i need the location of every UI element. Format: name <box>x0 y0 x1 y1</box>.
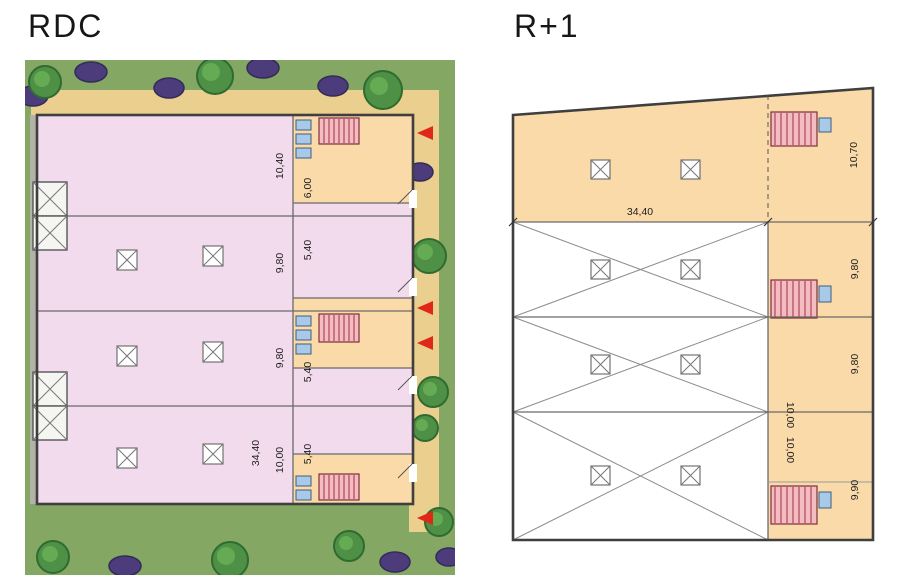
rdc-title: RDC <box>28 8 104 44</box>
wc-icon <box>295 147 312 159</box>
tree-icon <box>417 376 449 408</box>
wc-icon <box>295 133 312 145</box>
dimension-label: 9,80 <box>274 253 286 274</box>
entrance-arrows <box>417 126 433 525</box>
building-r1 <box>508 86 878 542</box>
bush-icon <box>379 551 411 573</box>
door-opening <box>409 278 417 296</box>
right-facade-doors <box>397 189 417 482</box>
top-band-floor <box>513 88 873 222</box>
door-opening <box>409 376 417 394</box>
walls-r1 <box>511 86 875 542</box>
exterior-wall <box>35 113 415 506</box>
wc-icon <box>818 491 832 509</box>
bush-icon <box>153 77 185 99</box>
entrance-arrow-icon <box>417 336 433 350</box>
bush-icon <box>108 555 142 575</box>
stairs-low <box>770 485 832 525</box>
dimension-label: 5,40 <box>302 240 314 261</box>
wc-icon <box>295 119 312 131</box>
dimension-label: 6,00 <box>302 178 314 199</box>
tree-icon <box>36 540 70 574</box>
dimension-label: 10,00 <box>274 447 286 473</box>
dimension-label: 9,90 <box>849 480 861 501</box>
rdc-dimensions: 10,40 9,80 9,80 10,00 34,40 6,00 5,40 5,… <box>250 153 314 473</box>
stairs-band <box>770 111 832 147</box>
entrance-arrow-icon <box>417 511 433 525</box>
column-boxes <box>32 181 68 441</box>
stairs-bottom <box>295 473 360 501</box>
building-rdc <box>32 113 417 506</box>
rdc-floor-plan: 10,40 9,80 9,80 10,00 34,40 6,00 5,40 5,… <box>25 60 455 575</box>
wc-icon <box>295 489 312 501</box>
entrance-arrow-icon <box>417 126 433 140</box>
retaining-wall <box>30 115 38 504</box>
tree-icon <box>211 541 249 575</box>
wc-icon <box>295 329 312 341</box>
tree-icon <box>196 60 234 95</box>
bush-icon <box>246 60 280 79</box>
skylight-boxes-r1 <box>590 159 701 486</box>
void-area <box>513 222 768 540</box>
void-cross <box>512 411 769 541</box>
door-opening <box>409 464 417 482</box>
stairs-middle <box>295 313 360 355</box>
r1-title: R+1 <box>514 8 580 44</box>
dimension-label: 5,40 <box>302 362 314 383</box>
r1-dimensions: 10,70 34,40 9,80 9,80 9,90 10,00 10,00 <box>627 142 861 501</box>
void-crosses <box>512 221 769 541</box>
dimension-label: 10,00 <box>784 402 796 428</box>
tree-icon <box>363 70 403 110</box>
stairs-icon <box>770 279 818 319</box>
wc-icon <box>818 285 832 303</box>
wc-icon <box>818 117 832 133</box>
r1-floor-plan: 10,70 34,40 9,80 9,80 9,90 10,00 10,00 <box>508 86 878 542</box>
dimension-label: 9,80 <box>849 354 861 375</box>
dimension-label: 5,40 <box>302 444 314 465</box>
stairs-icon <box>770 111 818 147</box>
dimension-label: 10,40 <box>274 153 286 179</box>
wc-icon <box>295 475 312 487</box>
tree-icon <box>28 65 62 99</box>
dimension-label: 9,80 <box>274 348 286 369</box>
tree-icon <box>333 530 365 562</box>
bush-icon <box>74 61 108 83</box>
dimension-label: 9,80 <box>849 259 861 280</box>
tree-icon <box>411 238 447 274</box>
dimension-label: 10,70 <box>848 142 860 168</box>
void-cross <box>512 316 769 413</box>
stairs-top <box>295 117 360 159</box>
bush-icon <box>317 75 349 97</box>
wc-icon <box>295 315 312 327</box>
interior-walls <box>37 116 413 504</box>
dimension-ticks <box>508 217 878 227</box>
door-opening <box>409 190 417 208</box>
void-cross <box>512 221 769 318</box>
exterior-wall <box>511 86 875 542</box>
dimension-label: 10,00 <box>784 437 796 463</box>
entrance-arrow-icon <box>417 301 433 315</box>
skylight-boxes <box>116 245 224 469</box>
stairs-icon <box>770 485 818 525</box>
dimension-label: 34,40 <box>627 206 653 218</box>
bush-icon <box>435 547 455 567</box>
tree-icon <box>411 414 439 442</box>
wc-icon <box>295 343 312 355</box>
stairs-mid <box>770 279 832 319</box>
dimension-label: 34,40 <box>250 440 262 466</box>
